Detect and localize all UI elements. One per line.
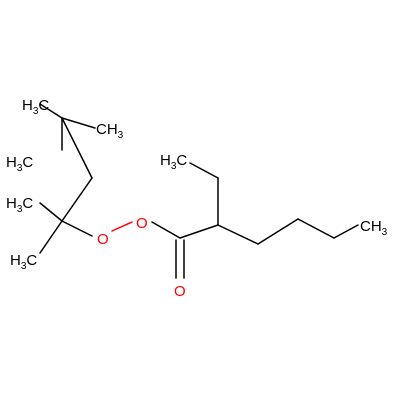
label-top-ch3-left: H3C bbox=[22, 97, 49, 117]
bond-carbonyl-ch bbox=[179, 224, 219, 239]
bond-cq-ch3-down bbox=[39, 220, 63, 254]
bond-butyl-2-3 bbox=[297, 218, 335, 239]
bond-tbu-ch3-right bbox=[61, 117, 96, 129]
bond-cq-ch3-left bbox=[39, 202, 63, 222]
label-top-ch3-right: CH3 bbox=[96, 121, 124, 141]
bond-tbu-ch2 bbox=[61, 117, 93, 179]
bond-butyl-3-ch3 bbox=[333, 224, 359, 239]
label-ethyl-ch3: H3C bbox=[160, 152, 187, 172]
bond-cq-o1 bbox=[61, 220, 93, 237]
bond-o1-o2 bbox=[111, 221, 133, 232]
label-carbonyl-o: O bbox=[174, 283, 186, 300]
label-qc-ch3-left: H3C bbox=[6, 195, 33, 215]
bond-ch-butyl-1 bbox=[217, 224, 259, 245]
bond-ch2-cq bbox=[61, 177, 93, 222]
label-peroxide-o1: O bbox=[97, 231, 109, 248]
bond-o2-carbonyl bbox=[151, 221, 181, 239]
atom-labels: H3C CH3 H3C H3C H3C O O O H3C CH3 bbox=[6, 97, 388, 300]
label-mid-ch3-left: H3C bbox=[6, 154, 33, 174]
oxygen-bonds bbox=[61, 220, 185, 279]
label-peroxide-o2: O bbox=[136, 215, 148, 232]
bond-tbu-ch3-left bbox=[39, 103, 63, 119]
label-butyl-ch3: CH3 bbox=[360, 218, 388, 238]
label-bottom-ch3-left: H3C bbox=[10, 252, 37, 272]
bond-butyl-1-2 bbox=[257, 218, 299, 245]
bond-ethyl-ch2-ch3 bbox=[189, 162, 219, 179]
carbon-bonds bbox=[39, 103, 359, 254]
